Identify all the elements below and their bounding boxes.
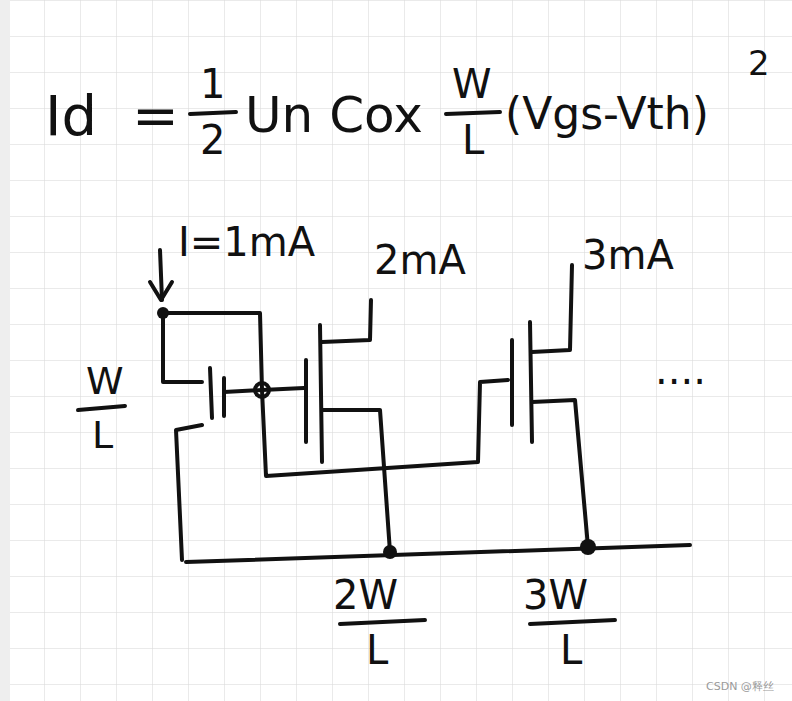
wires <box>78 112 690 624</box>
size-numerator: W <box>86 362 124 400</box>
fraction-numerator: 1 <box>200 64 225 104</box>
fraction-denominator: 2 <box>200 120 225 160</box>
exponent: 2 <box>748 46 770 80</box>
fraction-denominator: L <box>462 120 484 160</box>
formula-text: Un Cox <box>245 90 423 140</box>
size-denominator: L <box>92 416 113 454</box>
formula-text: Id <box>45 88 97 144</box>
size-denominator: L <box>560 630 582 670</box>
size-numerator: 3W <box>523 575 588 615</box>
junction-dots <box>157 307 596 559</box>
current-label: 2mA <box>374 240 466 280</box>
size-numerator: 2W <box>333 575 398 615</box>
current-label: 3mA <box>582 235 674 275</box>
watermark: CSDN @释丝 <box>706 681 774 692</box>
formula-text: = <box>132 88 179 144</box>
current-label: I=1mA <box>178 222 315 262</box>
fraction-numerator: W <box>452 64 492 104</box>
continuation-dots: .... <box>655 350 706 390</box>
page-edge <box>0 0 10 701</box>
size-denominator: L <box>366 630 388 670</box>
formula-text: (Vgs-Vth) <box>505 92 709 136</box>
